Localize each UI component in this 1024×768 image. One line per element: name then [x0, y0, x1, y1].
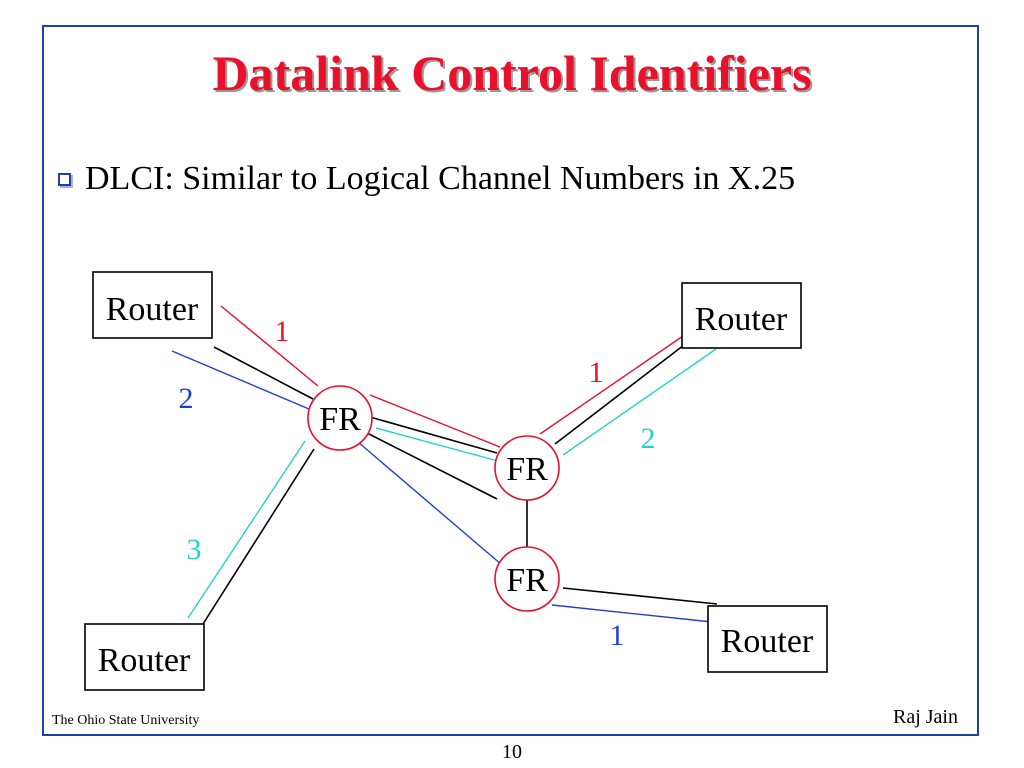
footer-institution: The Ohio State University — [52, 713, 200, 728]
square-bullet-icon — [58, 172, 71, 186]
fr-label: FR — [319, 401, 361, 438]
blue-dlci-path — [171, 350, 713, 623]
router-bottom-left: Router — [84, 623, 205, 691]
slide-frame — [42, 25, 979, 736]
link-fr2-router-tr — [554, 344, 685, 445]
dlci-label-blue-left: 2 — [179, 382, 194, 415]
fr-label: FR — [506, 451, 548, 488]
bullet-text: DLCI: Similar to Logical Channel Numbers… — [85, 160, 796, 197]
link-router-tl-fr1 — [213, 346, 314, 400]
fr-switch-center: FR — [494, 435, 560, 501]
router-top-left: Router — [92, 271, 213, 339]
fr-label: FR — [506, 562, 548, 599]
router-label: Router — [98, 642, 191, 679]
link-fr1-fr3 — [366, 432, 498, 500]
router-top-right: Router — [681, 282, 802, 349]
link-router-bl-fr1 — [202, 448, 315, 625]
router-bottom-right: Router — [707, 605, 828, 673]
dlci-label-cyan-left: 3 — [187, 533, 202, 566]
router-label: Router — [721, 623, 814, 660]
slide-title: Datalink Control Identifiers — [212, 45, 812, 101]
link-fr3-router-br — [562, 587, 718, 605]
dlci-label-blue-right: 1 — [610, 619, 625, 652]
link-fr1-fr2 — [369, 416, 498, 454]
page-number: 10 — [502, 741, 522, 763]
router-label: Router — [106, 291, 199, 328]
red-dlci-path — [220, 305, 684, 448]
fr-switch-left: FR — [307, 385, 373, 451]
router-label: Router — [695, 301, 788, 338]
dlci-label-red-left: 1 — [275, 315, 290, 348]
footer-author: Raj Jain — [893, 706, 958, 728]
dlci-label-red-right: 1 — [589, 356, 604, 389]
bullet-item: DLCI: Similar to Logical Channel Numbers… — [58, 160, 795, 198]
fr-switch-bottom: FR — [494, 546, 560, 612]
dlci-label-cyan-right: 2 — [641, 422, 656, 455]
cyan-dlci-path — [187, 348, 717, 619]
black-links — [202, 344, 718, 625]
